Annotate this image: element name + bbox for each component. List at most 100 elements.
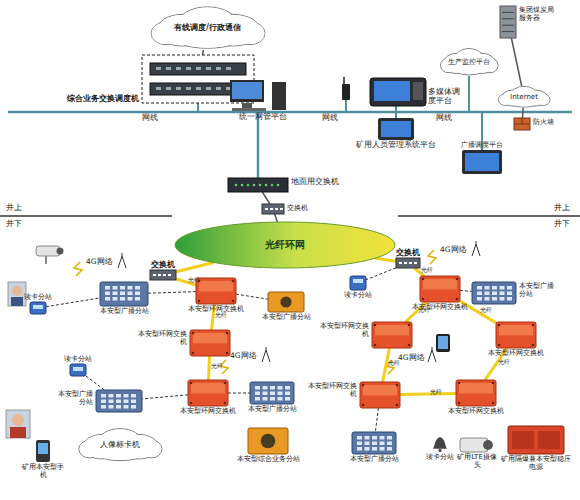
node-label: 防火墙 bbox=[533, 118, 563, 126]
keypad-key bbox=[477, 297, 482, 301]
node-label: 本安型环网交换机 bbox=[486, 349, 546, 357]
keypad-key bbox=[105, 286, 110, 290]
broadcast-station-art bbox=[100, 282, 148, 306]
node-label-box: 防火墙 bbox=[533, 118, 563, 126]
case-bolt bbox=[422, 298, 425, 301]
keypad-key bbox=[109, 394, 114, 398]
bell-shape bbox=[433, 437, 447, 449]
monitor-screen bbox=[232, 82, 262, 99]
case-top bbox=[375, 325, 409, 335]
keypad-key bbox=[507, 292, 512, 296]
node-label-box: 广播调度平台 bbox=[452, 141, 512, 149]
node-label-box: 本安型广播分站 bbox=[344, 455, 404, 463]
case-bolt bbox=[226, 332, 229, 335]
console-screen bbox=[374, 81, 410, 101]
rack-led bbox=[277, 184, 280, 187]
ring-switch: 本安型环网交换机 bbox=[360, 382, 400, 408]
node-label-box: 本安型环网交换机 bbox=[307, 382, 357, 398]
case-bolt bbox=[362, 384, 365, 387]
keypad-key bbox=[492, 292, 497, 296]
node-label: 本安型环网交换机 bbox=[319, 322, 369, 338]
network-link bbox=[522, 108, 524, 118]
case-bolt bbox=[198, 300, 201, 303]
phone-body bbox=[36, 440, 50, 462]
antenna-tower bbox=[262, 347, 270, 362]
node-label: 读卡分站 bbox=[425, 453, 455, 461]
keypad-key bbox=[477, 286, 482, 290]
camera-icon: 矿用LTE摄像头 bbox=[460, 438, 494, 452]
rack-unit bbox=[150, 63, 246, 75]
broadcast-station: 本安型广播分站 bbox=[100, 282, 148, 306]
rack-port bbox=[196, 67, 201, 70]
station-body bbox=[250, 382, 294, 404]
fiber-link bbox=[400, 393, 456, 394]
node-label-box: Internet bbox=[498, 86, 550, 108]
node-label: 集团煤炭局服务器 bbox=[519, 6, 559, 22]
annotation-label: 多媒体调度平台 bbox=[428, 88, 462, 105]
computer-icon-art bbox=[228, 78, 298, 112]
cloud-shape: 生产监控平台 bbox=[440, 48, 498, 76]
node-label-box: 本安型广播分站 bbox=[519, 282, 559, 298]
switch-port bbox=[280, 208, 283, 210]
rack-led bbox=[271, 184, 274, 187]
keypad-key bbox=[105, 297, 110, 301]
station-body bbox=[352, 432, 396, 454]
keypad-key bbox=[387, 447, 392, 451]
case-top bbox=[191, 383, 225, 393]
person-face bbox=[12, 286, 22, 296]
annotation-label: 井上 bbox=[6, 204, 30, 213]
rack-port bbox=[206, 87, 211, 90]
camera-lens bbox=[57, 248, 64, 255]
phone-icon-art bbox=[36, 440, 50, 462]
keyboard bbox=[232, 108, 266, 111]
node-label: 矿用本安型手机 bbox=[21, 463, 65, 479]
service-station: 本安型综合业务分站 bbox=[248, 428, 288, 454]
node-label-box: 本安型综合业务分站 bbox=[233, 455, 303, 463]
power-supply: 矿用隔爆兼本安型稳压电源 bbox=[508, 426, 564, 454]
cable-link bbox=[46, 298, 100, 307]
annotation-label: 井下 bbox=[6, 220, 30, 229]
keypad-key bbox=[135, 286, 140, 290]
station-body bbox=[96, 390, 142, 412]
keypad-key bbox=[372, 447, 377, 451]
firewall-icon-art bbox=[514, 118, 530, 130]
keypad-key bbox=[128, 286, 133, 290]
node-label-box: 人像标卡机 bbox=[78, 428, 162, 462]
switch-icon: 交换机 bbox=[262, 204, 284, 214]
case-bolt bbox=[456, 278, 459, 281]
speaker bbox=[280, 296, 291, 307]
case-bolt bbox=[532, 344, 535, 347]
case-bolt bbox=[498, 344, 501, 347]
annotation-label: 网线 bbox=[436, 114, 460, 123]
cable-link bbox=[142, 395, 188, 399]
keypad-key bbox=[124, 405, 129, 409]
broadcast-station-art bbox=[352, 432, 396, 454]
station-body bbox=[100, 282, 148, 306]
node-label: 本安型广播分站 bbox=[256, 313, 316, 321]
server-slot bbox=[502, 18, 514, 19]
broadcast-station-art bbox=[96, 390, 142, 412]
person-body bbox=[11, 297, 23, 306]
keypad-key bbox=[278, 392, 283, 396]
case-bolt bbox=[362, 404, 365, 407]
keypad-key bbox=[507, 286, 512, 290]
ring-switch-art bbox=[190, 330, 230, 356]
case-bolt bbox=[396, 404, 399, 407]
rack-port bbox=[226, 67, 231, 70]
switch-port bbox=[265, 208, 268, 210]
walkie-talkie bbox=[342, 84, 350, 100]
ring-switch-art bbox=[420, 276, 460, 302]
rack-switch: 地面用交换机 bbox=[228, 178, 288, 192]
annotation-label: 网线 bbox=[142, 114, 166, 123]
ring-switch: 本安型环网交换机 bbox=[420, 276, 460, 302]
keypad-key bbox=[357, 442, 362, 446]
psu-panel bbox=[538, 431, 560, 449]
cloud-fill bbox=[79, 441, 100, 457]
switch-case bbox=[360, 382, 400, 408]
node-label: 读卡分站 bbox=[338, 291, 378, 299]
node-label-box: 矿用隔爆兼本安型稳压电源 bbox=[501, 455, 571, 471]
keypad-key bbox=[101, 405, 106, 409]
node-label: 广播调度平台 bbox=[452, 141, 512, 149]
rack-led bbox=[247, 184, 250, 187]
firewall-body bbox=[514, 118, 530, 130]
